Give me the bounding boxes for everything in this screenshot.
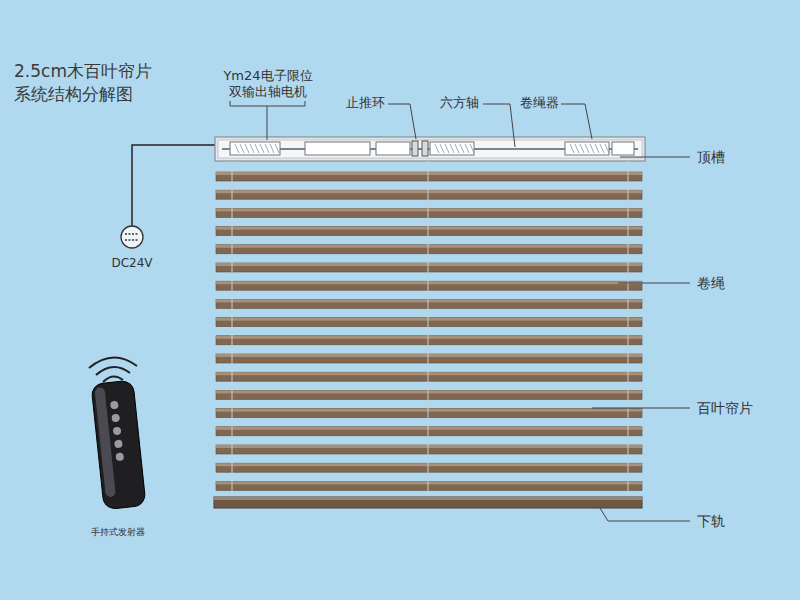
slat-edge: [216, 409, 642, 412]
hatch-stroke: [600, 144, 604, 153]
slat-edge: [216, 299, 642, 302]
slat-edge: [216, 263, 642, 266]
spool-hatching: [235, 144, 609, 153]
part-label: 六方轴: [440, 95, 479, 111]
part-label: 卷绳器: [520, 95, 559, 111]
hatch-stroke: [585, 144, 589, 153]
slat-edge: [216, 208, 642, 211]
slat: [216, 227, 642, 236]
hatch-stroke: [250, 144, 254, 153]
hatch-stroke: [470, 144, 474, 153]
slat: [216, 336, 642, 345]
slat: [216, 263, 642, 272]
thrust-ring: [412, 141, 418, 156]
cord-spool-end: [612, 142, 634, 155]
slat: [216, 409, 642, 418]
hatch-stroke: [235, 144, 239, 153]
hatch-stroke: [595, 144, 599, 153]
slat: [216, 481, 642, 490]
diagram-title: 2.5cm木百叶帘片 系统结构分解图: [14, 60, 152, 106]
motor-body: [305, 142, 370, 155]
part-label: 顶槽: [697, 149, 725, 167]
voltage-label: DC24V: [111, 256, 152, 271]
signal-waves: [89, 357, 137, 382]
slat: [216, 208, 642, 217]
slat: [216, 245, 642, 254]
slat: [216, 427, 642, 436]
part-label: 百叶帘片: [697, 400, 753, 418]
part-label: 卷绳: [697, 275, 725, 293]
hatch-stroke: [570, 144, 574, 153]
slat-edge: [216, 245, 642, 248]
hatch-stroke: [465, 144, 469, 153]
hatch-stroke: [255, 144, 259, 153]
hatch-stroke: [455, 144, 459, 153]
slat: [216, 318, 642, 327]
slat-edge: [216, 463, 642, 466]
part-label: 止推环: [346, 95, 385, 111]
ladder-cord: [232, 161, 233, 497]
slat-edge: [216, 227, 642, 230]
slat: [216, 299, 642, 308]
hatch-stroke: [270, 144, 274, 153]
motor-end: [376, 142, 410, 155]
cord-spool: [430, 142, 474, 155]
hatch-stroke: [605, 144, 609, 153]
thrust-ring: [422, 141, 428, 156]
slat-edge: [216, 445, 642, 448]
hatch-stroke: [245, 144, 249, 153]
power-cable: [132, 145, 216, 226]
slat-edge: [216, 372, 642, 375]
plug-symbol: [125, 239, 139, 240]
remote-control: [91, 380, 146, 510]
power-plug: [121, 226, 143, 248]
hatch-stroke: [450, 144, 454, 153]
hatch-stroke: [275, 144, 279, 153]
slat: [216, 445, 642, 454]
slat: [216, 190, 642, 199]
headrail-inner: [218, 140, 642, 158]
part-label: Ym24电子限位 双输出轴电机: [223, 68, 312, 99]
cord-spool: [565, 142, 609, 155]
part-label: 下轨: [697, 513, 725, 531]
slat-edge: [216, 390, 642, 393]
leader-lines: [230, 101, 690, 521]
hatch-stroke: [240, 144, 244, 153]
slat: [216, 354, 642, 363]
slat-edge: [216, 481, 642, 484]
device-label: 手持式发射器: [91, 527, 145, 538]
slat-edge: [216, 190, 642, 193]
ladder-cord: [428, 161, 429, 497]
slat-edge: [216, 172, 642, 175]
slat-stack: [216, 172, 642, 490]
bottom-rail-top: [214, 497, 642, 500]
motor: [230, 142, 280, 155]
slat-edge: [216, 318, 642, 321]
hatch-stroke: [440, 144, 444, 153]
slat: [216, 463, 642, 472]
hatch-stroke: [590, 144, 594, 153]
hatch-stroke: [260, 144, 264, 153]
slat: [216, 172, 642, 181]
bottom-rail: [214, 497, 642, 508]
hatch-stroke: [580, 144, 584, 153]
slat: [216, 281, 642, 290]
hatch-stroke: [435, 144, 439, 153]
hatch-stroke: [265, 144, 269, 153]
hatch-stroke: [575, 144, 579, 153]
slat: [216, 372, 642, 381]
plug-symbol: [125, 233, 139, 234]
ladder-cord: [628, 161, 629, 497]
headrail: [215, 137, 645, 161]
hatch-stroke: [460, 144, 464, 153]
slat-edge: [216, 336, 642, 339]
hatch-stroke: [445, 144, 449, 153]
slat-edge: [216, 281, 642, 284]
slat-edge: [216, 354, 642, 357]
slat-edge: [216, 427, 642, 430]
slat: [216, 390, 642, 399]
